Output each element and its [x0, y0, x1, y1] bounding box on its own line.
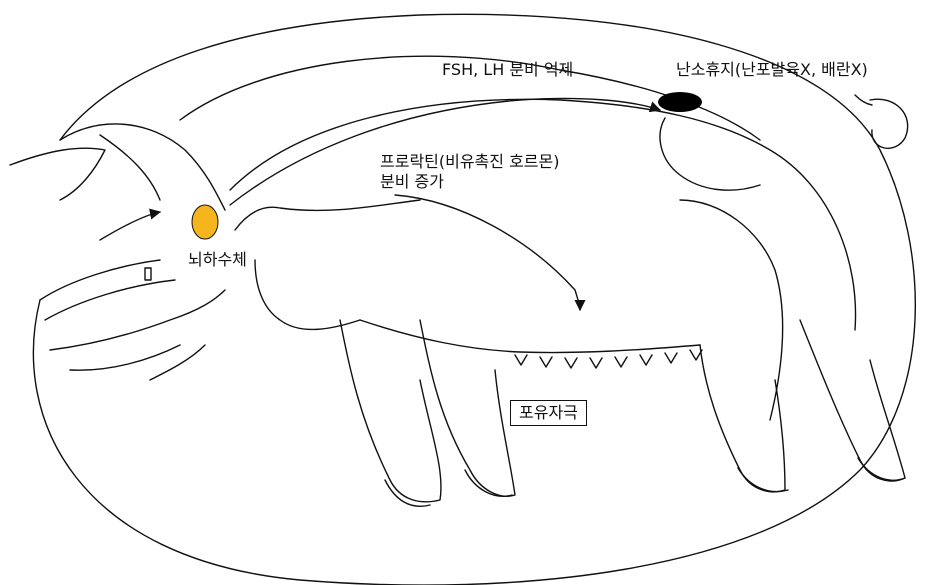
ear-inner — [99, 134, 161, 201]
prolactin-label-line2: 분비 증가 — [380, 172, 444, 191]
arrow-to-pituitary — [99, 208, 162, 241]
ovary-rest-label: 난소휴지(난포발육X, 배란X) — [676, 60, 868, 79]
suckling-stimulus-box: 포유자극 — [510, 400, 587, 426]
neck — [234, 199, 421, 231]
rear-hoof-1 — [737, 467, 789, 493]
ear — [9, 147, 106, 201]
rear-hoof-2 — [857, 457, 906, 481]
head-top — [59, 123, 226, 211]
rump — [679, 199, 784, 421]
teats — [514, 349, 703, 369]
mouth — [69, 344, 181, 371]
fsh-lh-suppression-label: FSH, LH 분비 억제 — [442, 60, 574, 79]
rear-leg-1 — [699, 344, 786, 493]
arrow-to-udder — [394, 194, 586, 312]
jaw — [49, 289, 226, 351]
snout-top — [39, 259, 161, 301]
front-leg-left — [339, 319, 442, 503]
rear-leg-2 — [799, 319, 906, 482]
outer-curve — [32, 13, 916, 585]
tail-base — [854, 94, 873, 106]
prolactin-label-line1: 프로락틴(비유촉진 호르몬) — [380, 152, 560, 171]
front-hoof-1 — [384, 479, 431, 507]
back-line — [179, 55, 761, 141]
tusk — [144, 267, 152, 281]
rear-outline — [659, 117, 761, 191]
pituitary-label: 뇌하수체 — [188, 250, 247, 269]
front-leg-right — [419, 319, 516, 497]
chest — [254, 259, 361, 331]
belly — [359, 319, 701, 354]
tail — [869, 98, 909, 149]
ovary — [658, 92, 702, 112]
body-top — [229, 98, 857, 331]
arrow-to-ovary — [229, 97, 662, 206]
snout-line — [44, 279, 176, 321]
front-hoof-2 — [464, 469, 513, 497]
pituitary-gland — [191, 204, 219, 240]
cheek — [149, 344, 206, 381]
